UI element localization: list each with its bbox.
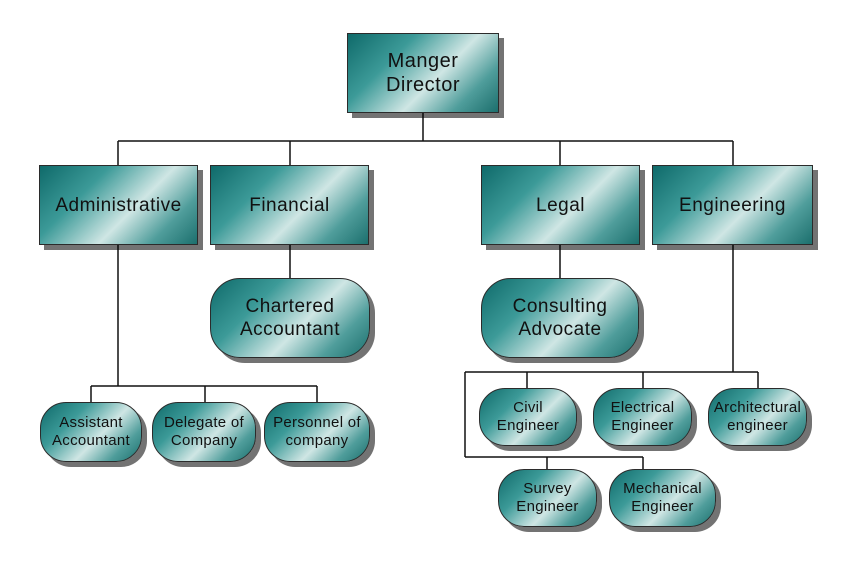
assistant-accountant-box: Assistant Accountant [40,402,142,462]
chartered-accountant-label: Chartered Accountant [239,296,341,340]
financial-label: Financial [249,194,330,216]
manager-director-label: Manger Director [385,50,460,96]
administrative-box: Administrative [39,165,198,245]
engineering-box: Engineering [652,165,813,245]
electrical-engineer-box: Electrical Engineer [593,388,692,446]
civil-engineer-label: Civil Engineer [496,399,560,434]
personnel-of-company-box: Personnel of company [264,402,370,462]
chartered-accountant-box: Chartered Accountant [210,278,370,358]
personnel-of-company-label: Personnel of company [273,414,361,449]
consulting-advocate-box: Consulting Advocate [481,278,639,358]
administrative-label: Administrative [55,194,182,216]
delegate-of-company-box: Delegate of Company [152,402,256,462]
legal-label: Legal [536,194,585,216]
civil-engineer-box: Civil Engineer [479,388,577,446]
manager-director-box: Manger Director [347,33,499,113]
survey-engineer-label: Survey Engineer [516,480,579,515]
delegate-of-company-label: Delegate of Company [163,414,245,449]
mechanical-engineer-label: Mechanical Engineer [623,480,702,515]
assistant-accountant-label: Assistant Accountant [51,414,131,449]
architectural-engineer-label: Architectural engineer [713,399,802,434]
architectural-engineer-box: Architectural engineer [708,388,807,446]
electrical-engineer-label: Electrical Engineer [610,399,675,434]
engineering-label: Engineering [679,194,786,216]
survey-engineer-box: Survey Engineer [498,469,597,527]
mechanical-engineer-box: Mechanical Engineer [609,469,716,527]
legal-box: Legal [481,165,640,245]
consulting-advocate-label: Consulting Advocate [512,296,608,340]
financial-box: Financial [210,165,369,245]
